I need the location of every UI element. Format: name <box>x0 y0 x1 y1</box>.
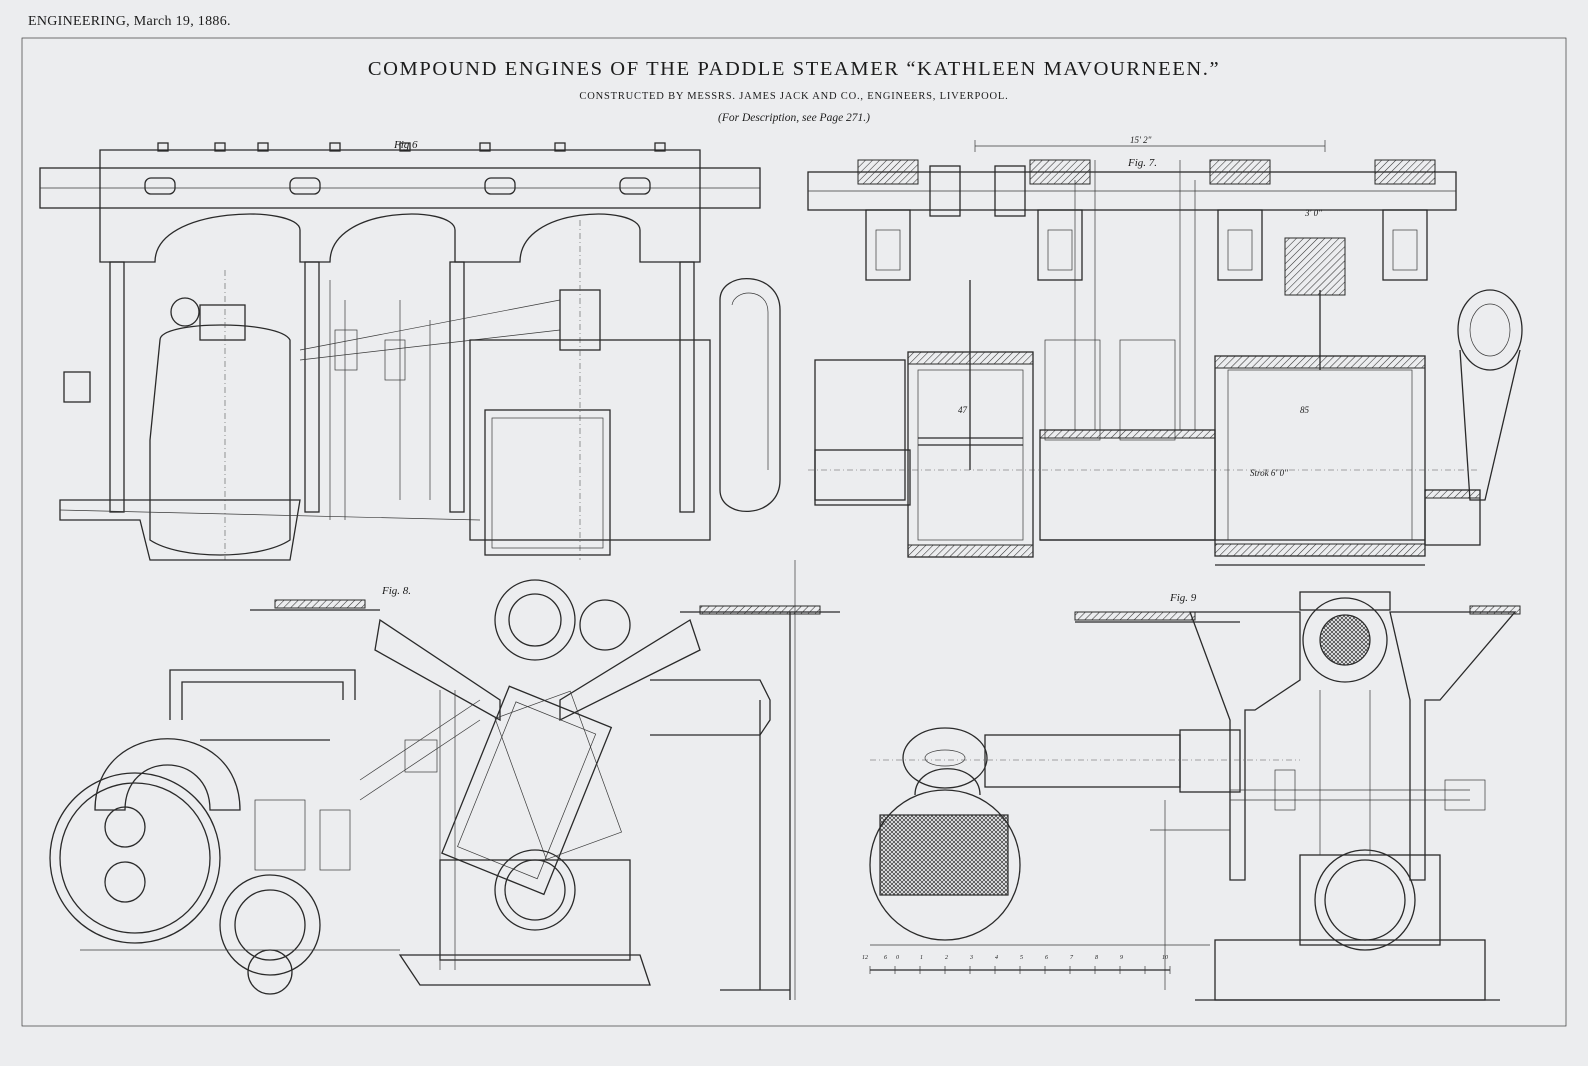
fig7-dimension-span: 15' 2" <box>1130 135 1152 145</box>
fig9-label: Fig. 9 <box>1170 592 1197 604</box>
fig7-dimension-height: 3' 0" <box>1305 208 1322 218</box>
title-block: COMPOUND ENGINES OF THE PADDLE STEAMER “… <box>0 58 1588 124</box>
plate-title: COMPOUND ENGINES OF THE PADDLE STEAMER “… <box>367 58 1221 80</box>
fig8-cross-section <box>49 579 840 1000</box>
masthead: ENGINEERING, March 19, 1886. <box>28 14 231 29</box>
scale-tick: 8 <box>1095 955 1098 961</box>
scale-tick: 4 <box>995 955 998 961</box>
scale-tick: 9 <box>1120 955 1123 961</box>
scale-tick: 5 <box>1020 955 1023 961</box>
fig6-side-elevation <box>39 142 781 561</box>
fig7-label: Fig. 7. <box>1128 157 1158 169</box>
scale-tick: 7 <box>1070 955 1073 961</box>
fig7-large-diameter: 85 <box>1300 405 1309 415</box>
scale-tick: 2 <box>945 955 948 961</box>
scale-tick: 10 <box>1162 955 1168 961</box>
fig7-stroke-label: Strok 6' 0" <box>1250 468 1288 478</box>
fig7-small-diameter: 47 <box>958 405 967 415</box>
fig8-label: Fig. 8. <box>382 585 412 597</box>
plate-subtitle: CONSTRUCTED BY MESSRS. JAMES JACK AND CO… <box>579 91 1009 102</box>
fig6-label: Fig 6 <box>394 139 418 151</box>
plate-border <box>21 37 1567 1027</box>
scale-tick: 1 <box>920 955 923 961</box>
scale-tick: 6 <box>884 955 887 961</box>
scale-tick: 3 <box>970 955 973 961</box>
description-reference: (For Description, see Page 271.) <box>717 112 871 124</box>
scale-tick: 12 <box>862 955 868 961</box>
scale-tick: 6 <box>1045 955 1048 961</box>
fig7-longitudinal-section <box>807 140 1523 566</box>
fig9-end-elevation <box>869 591 1521 1001</box>
scale-tick: 0 <box>896 955 899 961</box>
